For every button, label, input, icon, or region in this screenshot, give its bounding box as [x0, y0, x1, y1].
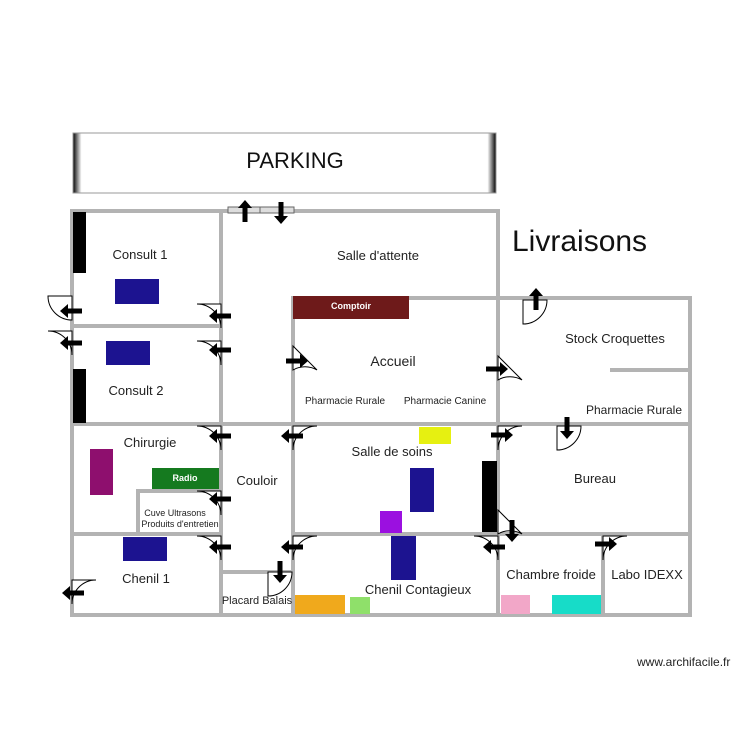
- livraisons-label: Livraisons: [512, 225, 648, 258]
- room-label-pharmacie-rurale-center: Pharmacie Rurale: [304, 396, 386, 407]
- room-label-chambre-froide: Chambre froide: [506, 567, 596, 582]
- room-label-salle-attente: Salle d'attente: [337, 248, 419, 263]
- room-label-pharmacie-rurale-right: Pharmacie Rurale: [585, 403, 683, 417]
- room-label-placard-balais: Placard Balais: [221, 595, 293, 607]
- cyan-cabinet: [552, 595, 601, 614]
- table-consult1: [115, 279, 159, 304]
- room-label-salle-soins: Salle de soins: [351, 444, 433, 459]
- room-label-bureau: Bureau: [574, 471, 616, 486]
- room-label-couloir: Couloir: [236, 473, 278, 488]
- wall-panel-consult1: [73, 212, 86, 273]
- room-label-stock-croquettes: Stock Croquettes: [565, 331, 665, 346]
- radio-label: Radio: [172, 473, 198, 483]
- green-cage: [350, 597, 370, 614]
- table-chenil1: [123, 537, 167, 561]
- wall-panel-consult2: [73, 369, 86, 423]
- room-label-pharmacie-canine: Pharmacie Canine: [403, 396, 487, 407]
- entry-door-right: [259, 206, 295, 214]
- room-label-cuve-ultrasons: Cuve Ultrasons: [144, 508, 206, 518]
- room-label-consult1: Consult 1: [112, 247, 168, 262]
- table-consult2: [106, 341, 150, 365]
- table-soins: [410, 468, 434, 512]
- pink-cabinet: [501, 595, 530, 614]
- orange-cage: [295, 595, 345, 614]
- violet-cabinet: [380, 511, 402, 533]
- parking-area: [72, 132, 497, 194]
- comptoir: [293, 296, 409, 319]
- wall-panel-soins: [482, 461, 497, 532]
- parking-label: PARKING: [246, 148, 344, 173]
- room-label-produits-entretien: Produits d'entretien: [141, 519, 219, 529]
- table-chirurgie: [90, 449, 113, 495]
- room-label-chenil-contagieux: Chenil Contagieux: [364, 582, 472, 597]
- table-chenil-contagieux: [391, 536, 416, 580]
- comptoir-label: Comptoir: [331, 301, 371, 311]
- room-label-chenil1: Chenil 1: [122, 571, 170, 586]
- room-label-chirurgie: Chirurgie: [123, 435, 177, 450]
- room-label-accueil: Accueil: [370, 353, 416, 369]
- room-label-labo-idexx: Labo IDEXX: [611, 567, 683, 582]
- radio: [152, 468, 219, 489]
- room-label-consult2: Consult 2: [108, 383, 164, 398]
- yellow-cabinet: [419, 427, 451, 444]
- watermark: www.archifacile.fr: [637, 655, 731, 669]
